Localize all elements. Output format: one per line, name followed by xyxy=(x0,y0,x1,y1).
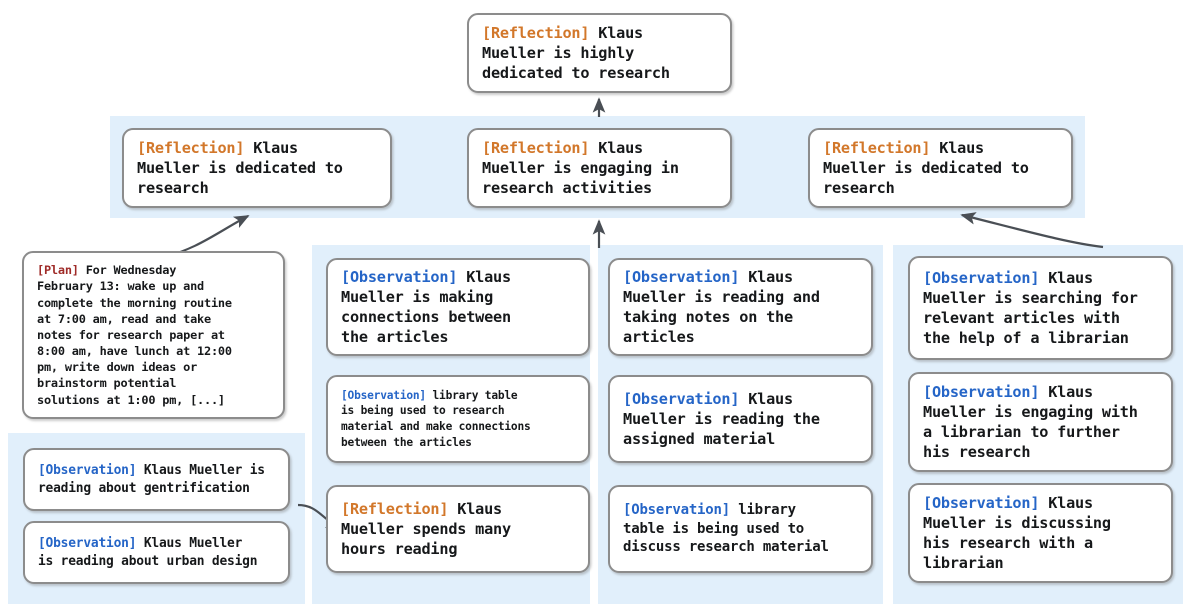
node-text: [Reflection] Klaus Mueller is engaging i… xyxy=(469,138,730,199)
node-observation-assigned-material[interactable]: [Observation] Klaus Mueller is reading t… xyxy=(608,375,873,463)
tag-observation: [Observation] xyxy=(923,382,1040,401)
node-body: Klaus Mueller spends many hours reading xyxy=(341,499,511,559)
node-body: Klaus Mueller is highly dedicated to res… xyxy=(482,23,670,83)
node-body: library table is being used to research … xyxy=(341,388,531,449)
node-root-reflection[interactable]: [Reflection] Klaus Mueller is highly ded… xyxy=(467,13,732,93)
tag-reflection: [Reflection] xyxy=(823,138,931,157)
node-observation-library-table-discuss[interactable]: [Observation] library table is being use… xyxy=(608,485,873,573)
node-text: [Observation] Klaus Mueller is reading a… xyxy=(610,267,871,348)
node-body: Klaus Mueller is engaging in research ac… xyxy=(482,138,679,198)
node-reflection-right[interactable]: [Reflection] Klaus Mueller is dedicated … xyxy=(808,128,1073,208)
tag-reflection: [Reflection] xyxy=(482,23,590,42)
node-observation-engaging-librarian[interactable]: [Observation] Klaus Mueller is engaging … xyxy=(908,372,1173,472)
node-plan[interactable]: [Plan] For Wednesday February 13: wake u… xyxy=(22,251,285,419)
tag-observation: [Observation] xyxy=(623,267,740,286)
node-text: [Observation] Klaus Mueller is searching… xyxy=(910,268,1171,349)
node-body: Klaus Mueller is searching for relevant … xyxy=(923,268,1138,348)
arrow-evidence-right-to-reflection-right xyxy=(960,212,1104,249)
node-body: Klaus Mueller is reading about urban des… xyxy=(38,536,258,569)
tag-reflection: [Reflection] xyxy=(482,138,590,157)
tag-reflection: [Reflection] xyxy=(341,499,449,518)
node-text: [Observation] library table is being use… xyxy=(610,501,871,557)
node-observation-urban-design[interactable]: [Observation] Klaus Mueller is reading a… xyxy=(23,521,290,584)
tag-reflection: [Reflection] xyxy=(137,138,245,157)
node-observation-reading-taking-notes[interactable]: [Observation] Klaus Mueller is reading a… xyxy=(608,258,873,356)
node-text: [Observation] library table is being use… xyxy=(328,388,588,451)
node-text: [Observation] Klaus Mueller is engaging … xyxy=(910,382,1171,463)
node-text: [Reflection] Klaus Mueller is dedicated … xyxy=(124,138,390,199)
node-body: Klaus Mueller is discussing his research… xyxy=(923,493,1111,573)
node-body: library table is being used to discuss r… xyxy=(623,502,829,556)
node-observation-gentrification[interactable]: [Observation] Klaus Mueller is reading a… xyxy=(23,448,290,511)
node-reflection-center[interactable]: [Reflection] Klaus Mueller is engaging i… xyxy=(467,128,732,208)
tag-observation: [Observation] xyxy=(923,268,1040,287)
node-text: [Observation] Klaus Mueller is making co… xyxy=(328,267,588,348)
node-text: [Plan] For Wednesday February 13: wake u… xyxy=(24,262,283,408)
node-text: [Observation] Klaus Mueller is reading a… xyxy=(25,462,288,497)
node-text: [Reflection] Klaus Mueller is dedicated … xyxy=(810,138,1071,199)
tag-plan: [Plan] xyxy=(37,263,79,278)
node-observation-connections[interactable]: [Observation] Klaus Mueller is making co… xyxy=(326,258,590,356)
node-text: [Reflection] Klaus Mueller is highly ded… xyxy=(469,23,730,84)
node-body: Klaus Mueller is reading the assigned ma… xyxy=(623,389,820,449)
node-body: Klaus Mueller is reading about gentrific… xyxy=(38,463,265,496)
tag-observation: [Observation] xyxy=(623,502,730,519)
node-body: For Wednesday February 13: wake up and c… xyxy=(37,263,232,407)
node-text: [Reflection] Klaus Mueller spends many h… xyxy=(328,499,588,560)
tag-observation: [Observation] xyxy=(341,388,426,402)
node-body: Klaus Mueller is making connections betw… xyxy=(341,267,511,347)
node-observation-library-table-research[interactable]: [Observation] library table is being use… xyxy=(326,375,590,463)
tag-observation: [Observation] xyxy=(341,267,458,286)
node-body: Klaus Mueller is reading and taking note… xyxy=(623,267,820,347)
node-text: [Observation] Klaus Mueller is reading a… xyxy=(25,535,288,570)
tag-observation: [Observation] xyxy=(623,389,740,408)
node-text: [Observation] Klaus Mueller is reading t… xyxy=(610,389,871,450)
node-reflection-left[interactable]: [Reflection] Klaus Mueller is dedicated … xyxy=(122,128,392,208)
tag-observation: [Observation] xyxy=(38,463,137,479)
tag-observation: [Observation] xyxy=(38,536,137,552)
node-reflection-hours-reading[interactable]: [Reflection] Klaus Mueller spends many h… xyxy=(326,485,590,573)
node-body: Klaus Mueller is dedicated to research xyxy=(823,138,1029,198)
node-body: Klaus Mueller is engaging with a librari… xyxy=(923,382,1138,462)
node-text: [Observation] Klaus Mueller is discussin… xyxy=(910,493,1171,574)
node-body: Klaus Mueller is dedicated to research xyxy=(137,138,343,198)
node-observation-discussing-librarian[interactable]: [Observation] Klaus Mueller is discussin… xyxy=(908,483,1173,583)
tag-observation: [Observation] xyxy=(923,493,1040,512)
node-observation-searching-articles[interactable]: [Observation] Klaus Mueller is searching… xyxy=(908,256,1173,360)
